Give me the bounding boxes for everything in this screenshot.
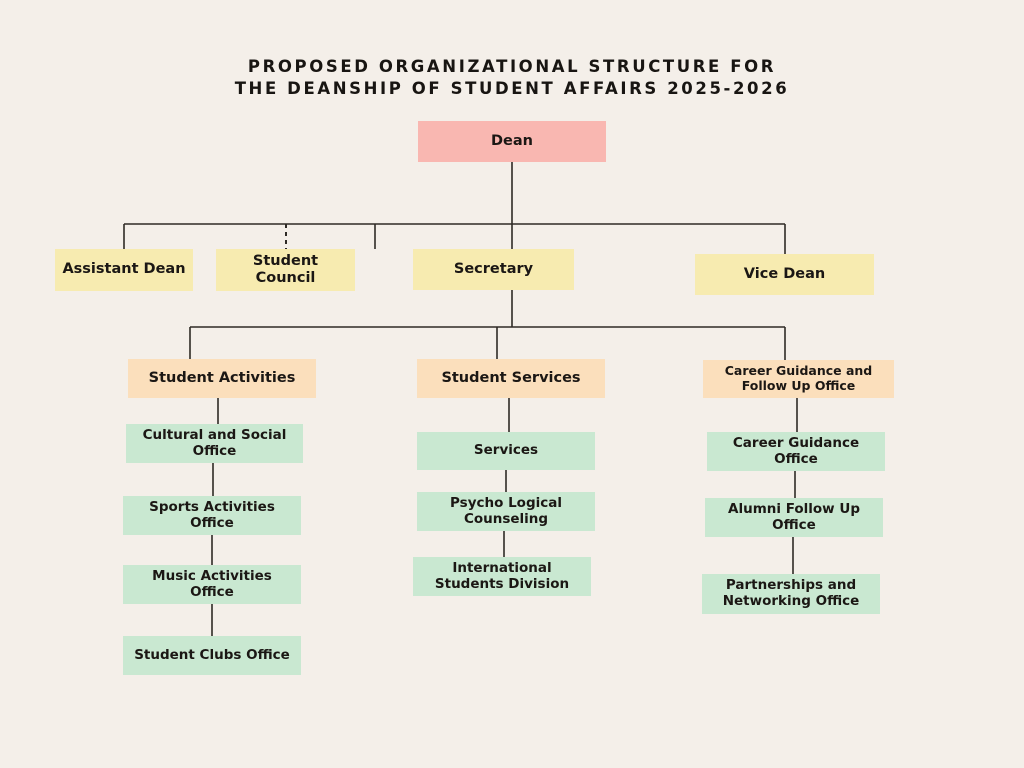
org-node-international[interactable]: International Students Division — [413, 557, 591, 596]
org-node-label: Student Services — [441, 369, 581, 386]
org-node-clubs[interactable]: Student Clubs Office — [123, 636, 301, 675]
org-node-dean[interactable]: Dean — [418, 121, 606, 162]
org-node-label: Vice Dean — [743, 265, 826, 282]
org-node-label: Music Activities Office — [152, 567, 272, 600]
org-node-label: Partnerships and Networking Office — [722, 577, 860, 609]
org-node-label: International Students Division — [434, 559, 570, 592]
org-node-assistant_dean[interactable]: Assistant Dean — [55, 249, 193, 291]
org-node-career_office[interactable]: Career Guidance Office — [707, 432, 885, 471]
org-node-label: Psycho Logical Counseling — [450, 494, 562, 527]
org-node-alumni[interactable]: Alumni Follow Up Office — [705, 498, 883, 537]
org-node-psycho[interactable]: Psycho Logical Counseling — [417, 492, 595, 531]
org-node-career_guidance_follow_up[interactable]: Career Guidance and Follow Up Office — [703, 360, 894, 398]
org-node-vice_dean[interactable]: Vice Dean — [695, 254, 874, 295]
org-node-music[interactable]: Music Activities Office — [123, 565, 301, 604]
org-node-label: Sports Activities Office — [149, 498, 275, 531]
org-node-student_activities[interactable]: Student Activities — [128, 359, 316, 398]
org-node-label: Assistant Dean — [62, 261, 186, 278]
org-node-label: Career Guidance Office — [732, 434, 860, 467]
org-node-label: Services — [473, 442, 539, 459]
org-node-label: Cultural and Social Office — [142, 426, 287, 459]
org-node-partnerships[interactable]: Partnerships and Networking Office — [702, 574, 880, 614]
org-node-label: Student Clubs Office — [134, 646, 290, 663]
org-node-label: Student Activities — [148, 369, 296, 386]
org-node-label: Student Council — [252, 252, 319, 286]
org-node-student_services[interactable]: Student Services — [417, 359, 605, 398]
org-node-services[interactable]: Services — [417, 432, 595, 470]
org-node-sports[interactable]: Sports Activities Office — [123, 496, 301, 535]
org-node-student_council[interactable]: Student Council — [216, 249, 355, 291]
chart-title: PROPOSED ORGANIZATIONAL STRUCTURE FOR TH… — [234, 57, 790, 98]
org-node-label: Secretary — [453, 260, 534, 277]
org-node-label: Alumni Follow Up Office — [728, 500, 860, 533]
org-node-label: Dean — [491, 132, 533, 149]
org-node-label: Career Guidance and Follow Up Office — [724, 363, 873, 393]
org-node-secretary[interactable]: Secretary — [413, 249, 574, 290]
org-node-cultural_social[interactable]: Cultural and Social Office — [126, 424, 303, 463]
